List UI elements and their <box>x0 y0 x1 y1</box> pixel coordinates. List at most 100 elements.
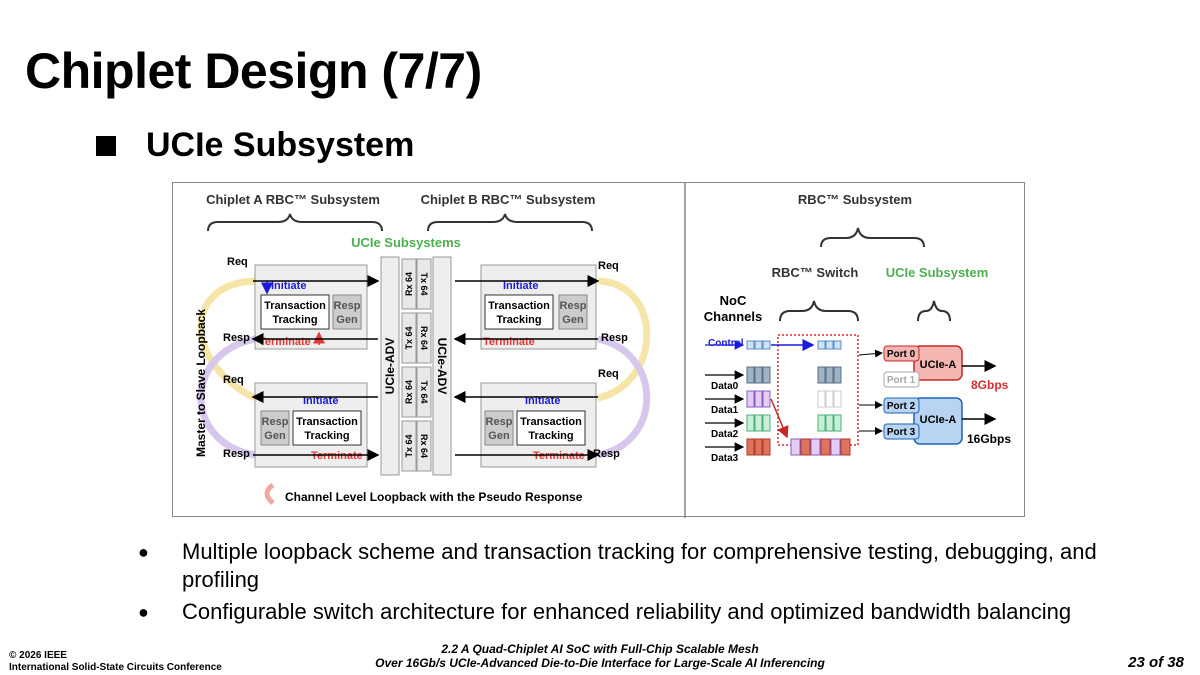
ucie-subsystems-label: UCIe Subsystems <box>351 235 461 250</box>
svg-text:Tracking: Tracking <box>304 430 349 442</box>
queue-slot <box>754 366 763 384</box>
lane-label: Tx 64 <box>404 434 414 457</box>
svg-text:Resp: Resp <box>223 448 250 460</box>
merged-slot <box>810 438 821 456</box>
switch-slot <box>825 340 834 350</box>
ucie-adv-a <box>380 256 400 476</box>
switch-slot <box>833 414 842 432</box>
channel-loopback-icon <box>264 482 275 505</box>
svg-text:Transaction: Transaction <box>488 300 550 312</box>
svg-text:Transaction: Transaction <box>264 300 326 312</box>
lane-label: Rx 64 <box>419 434 429 458</box>
queue-slot <box>762 390 771 408</box>
chiplet-b-label: Chiplet B RBC™ Subsystem <box>421 192 596 207</box>
lane-label: Tx 64 <box>419 380 429 403</box>
svg-text:Initiate: Initiate <box>525 395 560 407</box>
queue-slot <box>754 438 763 456</box>
lane-b <box>416 366 432 418</box>
lane-a <box>401 366 417 418</box>
svg-text:UCIe-ADV: UCIe-ADV <box>435 338 449 395</box>
footer-left: © 2026 IEEE International Solid-State Ci… <box>9 650 222 674</box>
lane-label: Rx 64 <box>419 326 429 350</box>
rg-a-top <box>332 294 362 330</box>
svg-text:Port 1: Port 1 <box>887 375 916 386</box>
bullet-dot-icon: ● <box>138 542 149 562</box>
port-1 <box>883 371 920 388</box>
switch-slot <box>817 366 826 384</box>
slide-subtitle: UCIe Subsystem <box>96 126 414 165</box>
switch-slot <box>833 340 842 350</box>
switch-slot <box>825 390 834 408</box>
tt-a-top <box>260 294 330 330</box>
channel-label: Data1 <box>711 405 739 416</box>
lane-a <box>401 420 417 472</box>
svg-text:UCIe-A: UCIe-A <box>920 359 957 371</box>
channel-loopback-legend: Channel Level Loopback with the Pseudo R… <box>285 490 583 504</box>
bullet-list: ● Multiple loopback scheme and transacti… <box>136 538 1116 630</box>
lane-b <box>416 258 432 310</box>
lane-label: Tx 64 <box>419 272 429 295</box>
queue-slot <box>762 340 771 350</box>
switch-slot <box>817 390 826 408</box>
merged-slot <box>790 438 801 456</box>
svg-text:Terminate: Terminate <box>311 450 363 462</box>
lane-a <box>401 258 417 310</box>
queue-slot <box>762 414 771 432</box>
ucie-subsystem-label: UCIe Subsystem <box>886 265 989 280</box>
rbc-subsystem-label: RBC™ Subsystem <box>798 192 912 207</box>
switch-slot <box>825 414 834 432</box>
data1-redirect-arrow <box>770 398 789 439</box>
loop-arc-req-left <box>197 277 257 402</box>
svg-text:Tracking: Tracking <box>496 314 541 326</box>
svg-text:UCIe-A: UCIe-A <box>920 414 957 426</box>
svg-text:Transaction: Transaction <box>296 416 358 428</box>
svg-text:Gen: Gen <box>562 314 584 326</box>
queue-slot <box>746 366 755 384</box>
queue-slot <box>746 340 755 350</box>
lane-label: Tx 64 <box>404 326 414 349</box>
slide-title: Chiplet Design (7/7) <box>25 43 482 99</box>
figure-svg: Chiplet A RBC™ Subsystem Chiplet B RBC™ … <box>194 183 1011 518</box>
svg-text:Resp: Resp <box>601 332 628 344</box>
lane-a <box>401 312 417 364</box>
merged-slot <box>820 438 831 456</box>
svg-text:Tracking: Tracking <box>528 430 573 442</box>
svg-text:Initiate: Initiate <box>271 280 306 292</box>
channel-label: Data0 <box>711 381 739 392</box>
svg-text:Port 3: Port 3 <box>887 427 916 438</box>
svg-text:Terminate: Terminate <box>533 450 585 462</box>
svg-text:Port 0: Port 0 <box>887 349 916 360</box>
rate-16gbps: 16Gbps <box>967 432 1011 446</box>
channel-label: Data2 <box>711 429 739 440</box>
svg-text:Initiate: Initiate <box>503 280 538 292</box>
bullet-item: ● Multiple loopback scheme and transacti… <box>138 539 1097 592</box>
queue-slot <box>754 340 763 350</box>
svg-text:Resp: Resp <box>593 448 620 460</box>
svg-text:Transaction: Transaction <box>520 416 582 428</box>
ucie-subsystem-figure: Chiplet A RBC™ Subsystem Chiplet B RBC™ … <box>172 182 1025 518</box>
svg-text:Initiate: Initiate <box>303 395 338 407</box>
switch-slot <box>833 390 842 408</box>
rate-8gbps: 8Gbps <box>971 378 1009 392</box>
brace-chiplet-b <box>427 213 593 232</box>
ucie-adv-b <box>432 256 452 476</box>
lane-b <box>416 420 432 472</box>
svg-text:Resp: Resp <box>334 300 361 312</box>
merged-slot <box>800 438 811 456</box>
svg-text:Req: Req <box>223 374 244 386</box>
svg-text:Resp: Resp <box>223 332 250 344</box>
loop-arc-req-right <box>597 277 651 402</box>
queue-slot <box>762 366 771 384</box>
svg-text:Req: Req <box>598 368 619 380</box>
svg-text:Resp: Resp <box>486 416 513 428</box>
channel-label: Control <box>708 338 744 349</box>
loop-arc-resp-left <box>197 335 256 459</box>
svg-text:Gen: Gen <box>264 430 286 442</box>
ucie-a-16g <box>913 397 963 445</box>
lane-label: Rx 64 <box>404 272 414 296</box>
queue-slot <box>754 414 763 432</box>
bullet-dot-icon: ● <box>138 602 149 622</box>
queue-slot <box>746 414 755 432</box>
